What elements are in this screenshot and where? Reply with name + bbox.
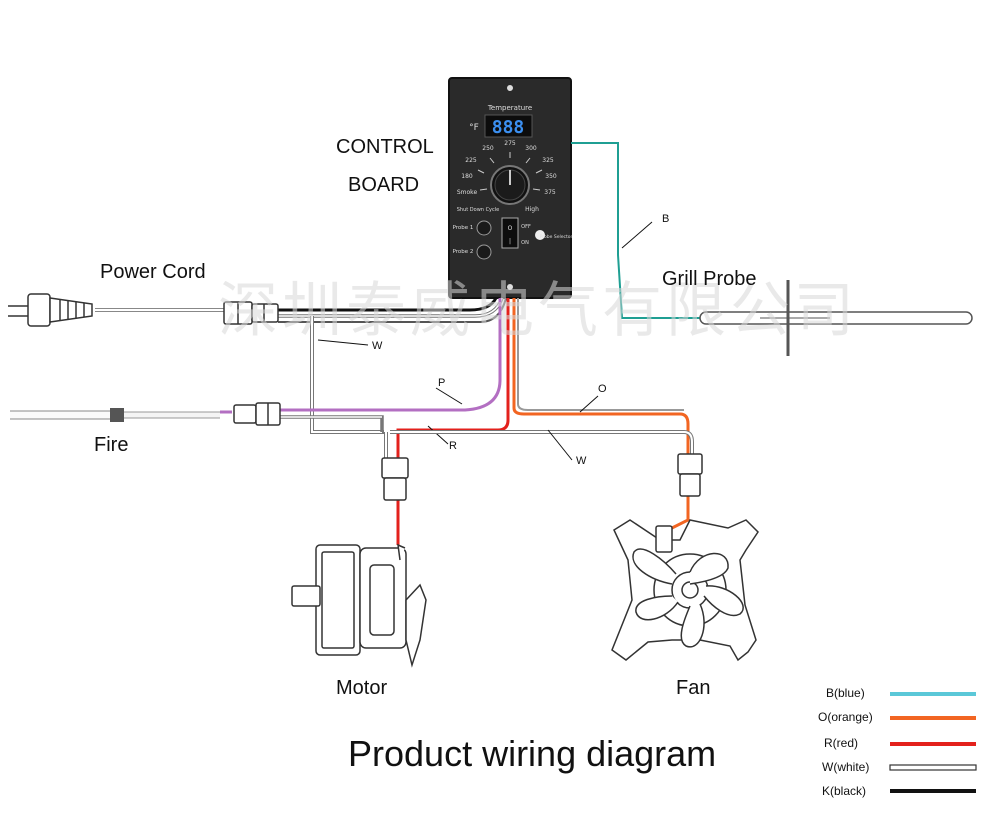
probe2-label: Probe 2 bbox=[453, 249, 474, 255]
white-wire-lower bbox=[382, 430, 694, 455]
dial-ticks bbox=[477, 152, 543, 191]
dial-label-shutdown: Shut Down Cycle bbox=[457, 207, 499, 213]
wire-tag-w-mid: W bbox=[576, 455, 587, 467]
tag-w-mid-leader bbox=[547, 429, 573, 461]
switch-off-label: OFF bbox=[521, 224, 531, 230]
wire-tag-r: R bbox=[449, 440, 457, 452]
dial-label-180: 180 bbox=[461, 173, 473, 180]
probe1-label: Probe 1 bbox=[453, 225, 474, 231]
fan-illustration bbox=[611, 519, 759, 662]
dial-label-smoke: Smoke bbox=[457, 189, 478, 196]
control-board-label-line1: CONTROL bbox=[336, 136, 434, 158]
fan-label: Fan bbox=[676, 677, 711, 699]
power-switch[interactable]: O | bbox=[501, 217, 519, 249]
power-plug bbox=[8, 293, 93, 327]
panel-display: 888 bbox=[492, 117, 525, 138]
temperature-dial[interactable] bbox=[490, 165, 530, 205]
motor-illustration bbox=[291, 543, 427, 668]
dial-label-high: High bbox=[525, 206, 539, 213]
fire-lead bbox=[10, 408, 220, 422]
tag-o-leader bbox=[579, 395, 599, 413]
fan-connector bbox=[677, 453, 703, 497]
fire-label: Fire bbox=[94, 434, 129, 456]
purple-wire bbox=[220, 298, 502, 414]
tag-p-leader bbox=[435, 387, 463, 405]
switch-on-label: ON bbox=[521, 240, 529, 246]
legend-swatch-white bbox=[889, 764, 977, 771]
wire-tag-o: O bbox=[598, 383, 607, 395]
motor-connector bbox=[381, 457, 409, 501]
dial-label-275: 275 bbox=[504, 140, 516, 147]
legend-swatches bbox=[889, 692, 977, 793]
legend-label-red: R(red) bbox=[824, 736, 859, 750]
wire-tag-p: P bbox=[438, 377, 446, 389]
tag-r-leader bbox=[427, 425, 449, 445]
grill-probe-wire bbox=[571, 142, 700, 319]
dial-label-225: 225 bbox=[465, 157, 477, 164]
grill-probe bbox=[699, 280, 973, 356]
dial-label-325: 325 bbox=[542, 157, 554, 164]
control-board-label-line2: BOARD bbox=[348, 174, 420, 196]
motor-label: Motor bbox=[336, 677, 388, 699]
legend-label-orange: O(orange) bbox=[818, 710, 873, 724]
legend-label-black: K(black) bbox=[822, 784, 867, 798]
diagram-title: Product wiring diagram bbox=[348, 733, 717, 774]
tag-w-top-leader bbox=[317, 339, 369, 346]
grill-probe-label: Grill Probe bbox=[662, 268, 757, 290]
legend-label-blue: B(blue) bbox=[826, 686, 865, 700]
orange-wire bbox=[512, 298, 690, 532]
legend-label-white: W(white) bbox=[822, 760, 870, 774]
panel-temperature-label: Temperature bbox=[487, 104, 532, 112]
dial-label-375: 375 bbox=[544, 189, 556, 196]
probe-selector-label: Probe Selector bbox=[540, 234, 573, 240]
probe-selector-button[interactable] bbox=[535, 230, 545, 240]
power-cord-connector bbox=[223, 301, 279, 325]
dial-label-350: 350 bbox=[545, 173, 557, 180]
power-cord-label: Power Cord bbox=[100, 261, 206, 283]
panel-unit-label: °F bbox=[469, 123, 479, 133]
tag-b-leader bbox=[621, 221, 653, 249]
dial-label-300: 300 bbox=[525, 145, 537, 152]
svg-text:|: | bbox=[509, 238, 511, 245]
control-board: Temperature °F 888 250 275 300 225 325 1… bbox=[448, 77, 573, 299]
fire-connector bbox=[233, 402, 281, 426]
svg-text:O: O bbox=[508, 225, 513, 232]
dial-label-250: 250 bbox=[482, 145, 494, 152]
probe1-jack[interactable] bbox=[476, 220, 492, 236]
wire-tag-w-top: W bbox=[372, 340, 383, 352]
watermark: 深圳泰威电气有限公司 bbox=[218, 276, 858, 346]
probe2-jack[interactable] bbox=[476, 244, 492, 260]
wire-tag-b: B bbox=[662, 213, 670, 225]
